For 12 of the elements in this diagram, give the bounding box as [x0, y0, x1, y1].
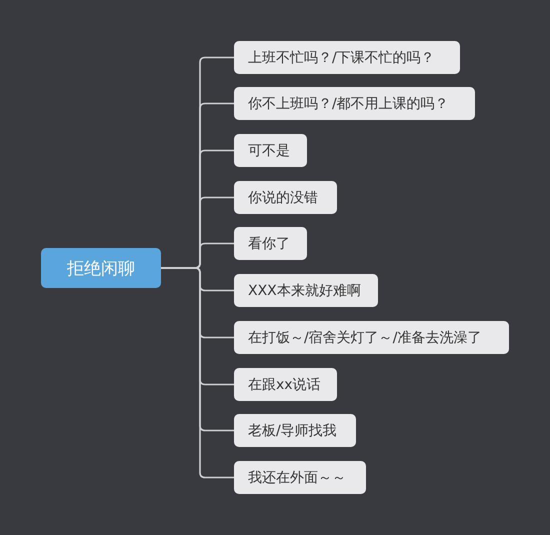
subtopic-box: 上班不忙吗？/下课不忙的吗？ [234, 41, 460, 74]
subtopic-box: 老板/导师找我 [234, 414, 356, 447]
topic-box: 拒绝闲聊 [41, 248, 161, 288]
subtopic-box: 可不是 [234, 134, 307, 167]
subtopic-box: XXX本来就好难啊 [234, 274, 378, 307]
subtopic-box: 在打饭～/宿舍关灯了～/准备去洗澡了 [234, 321, 509, 354]
connector-line [161, 267, 234, 478]
subtopic-box: 你说的没错 [234, 181, 337, 214]
subtopic-box: 在跟xx说话 [234, 368, 337, 401]
subtopic-box: 看你了 [234, 227, 307, 260]
subtopic-box: 你不上班吗？/都不用上课的吗？ [234, 87, 475, 120]
subtopic-box: 我还在外面～～ [234, 461, 366, 494]
